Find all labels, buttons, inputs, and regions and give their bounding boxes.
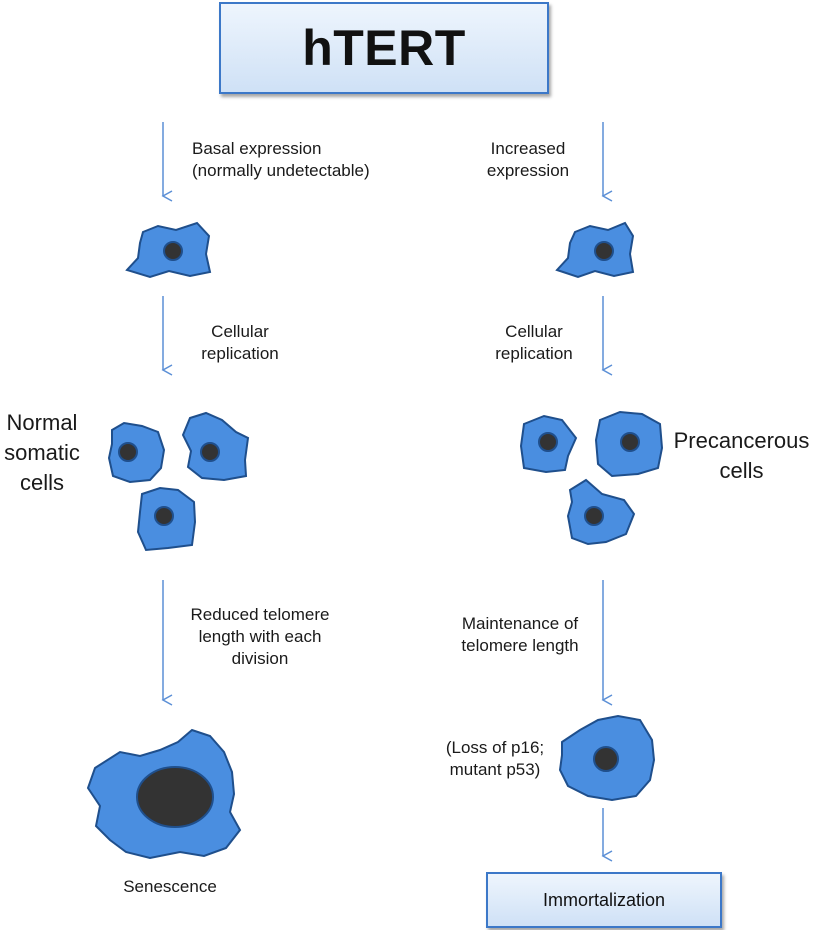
title: hTERT xyxy=(302,20,466,76)
right-mutations-label: (Loss of p16; mutant p53) xyxy=(445,738,545,779)
cell-right-cluster-3 xyxy=(566,478,636,546)
cell-left-cluster-2 xyxy=(181,411,250,482)
cell-left-cluster-3 xyxy=(136,486,197,552)
cell-left-single xyxy=(125,221,212,279)
left-outcome-label: Senescence xyxy=(123,877,217,896)
left-step3-label: Reduced telomere length with each divisi… xyxy=(190,605,330,668)
left-group-label: Normal somatic cells xyxy=(4,410,80,495)
cell-immortal xyxy=(558,714,656,802)
left-step2-label: Cellular replication xyxy=(201,322,279,363)
right-step1-label: Increased expression xyxy=(486,139,570,180)
left-step1-label: Basal expression (normally undetectable) xyxy=(192,139,370,180)
cell-right-cluster-2 xyxy=(594,410,664,478)
cell-left-cluster-1 xyxy=(107,421,166,484)
right-step3-label: Maintenance of telomere length xyxy=(461,614,579,655)
immortalization-box: Immortalization xyxy=(486,872,722,928)
cell-right-cluster-1 xyxy=(519,414,578,474)
right-group-label: Precancerous cells xyxy=(673,428,810,483)
title-box: hTERT xyxy=(219,2,549,94)
cell-right-single xyxy=(555,221,635,279)
immortalization-label: Immortalization xyxy=(542,889,666,910)
cell-senescent xyxy=(86,728,242,860)
right-step2-label: Cellular replication xyxy=(495,322,573,363)
